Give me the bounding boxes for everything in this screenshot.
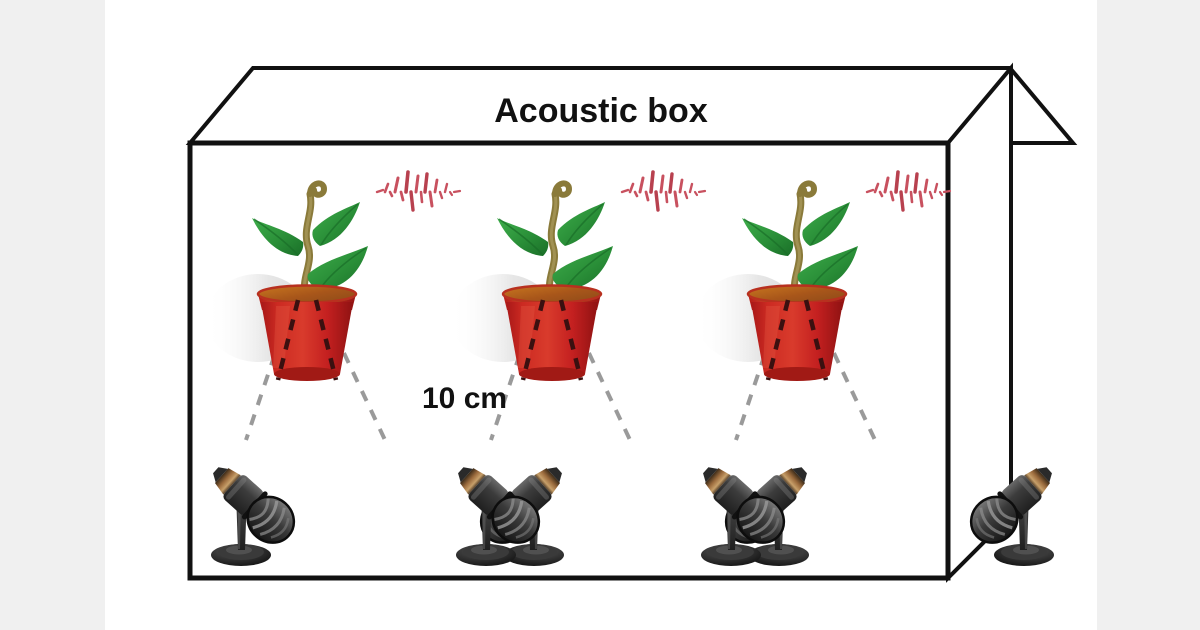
acoustic-box-diagram: Acoustic box [185,62,1078,583]
box-title: Acoustic box [494,92,708,130]
left-margin [0,0,105,630]
right-margin [1097,0,1200,630]
diagram-area: Acoustic box [105,0,1097,630]
distance-label: 10 cm [422,382,507,415]
